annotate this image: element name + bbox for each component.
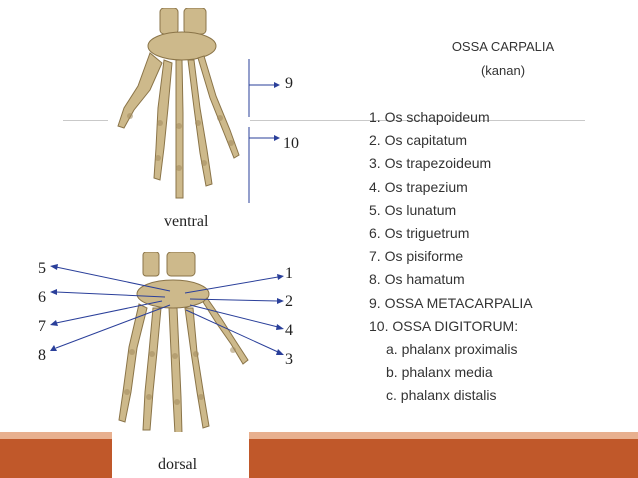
marker-3: 3	[285, 351, 293, 368]
marker-6: 6	[38, 289, 46, 306]
legend-subitem: c. phalanx distalis	[386, 387, 497, 404]
label-dorsal: dorsal	[158, 456, 198, 473]
dorsal-pointers	[50, 264, 284, 355]
legend-item: 3. Os trapezoideum	[369, 155, 492, 172]
legend-subitem: a. phalanx proximalis	[386, 340, 518, 357]
footer-stripe	[0, 432, 638, 439]
title-line-1: OSSA CARPALIA	[451, 39, 555, 54]
footer-tab	[112, 432, 249, 478]
legend-item: 5. Os lunatum	[369, 201, 457, 218]
ventral-hand-illustration	[117, 8, 240, 199]
slide-title: OSSA CARPALIA (kanan)	[413, 39, 593, 78]
legend-subitem: b. phalanx media	[386, 364, 493, 381]
marker-4: 4	[285, 322, 293, 339]
legend-item: 2. Os capitatum	[369, 132, 468, 149]
ventral-pointers	[248, 59, 280, 203]
marker-1: 1	[285, 265, 293, 282]
marker-5: 5	[38, 260, 46, 277]
legend-item: 6. Os triguetrum	[369, 224, 470, 241]
legend-item: 10. OSSA DIGITORUM:	[369, 317, 519, 334]
legend-list: 1. Os schapoideum 2. Os capitatum 3. Os …	[369, 106, 533, 407]
legend-item: 1. Os schapoideum	[369, 109, 490, 125]
legend-item: 9. OSSA METACARPALIA	[369, 294, 533, 311]
footer-bar	[0, 439, 638, 478]
dorsal-hand-illustration	[118, 252, 249, 435]
marker-2: 2	[285, 293, 293, 310]
legend-item: 7. Os pisiforme	[369, 248, 464, 265]
marker-9: 9	[285, 75, 293, 92]
guide-line-right	[250, 120, 585, 121]
legend-item: 4. Os trapezium	[369, 178, 468, 195]
marker-10: 10	[283, 135, 299, 152]
title-line-2: (kanan)	[480, 63, 526, 78]
marker-8: 8	[38, 347, 46, 364]
legend-item: 8. Os hamatum	[369, 271, 465, 288]
marker-7: 7	[38, 318, 46, 335]
guide-line-left	[63, 120, 108, 121]
label-ventral: ventral	[164, 213, 209, 230]
